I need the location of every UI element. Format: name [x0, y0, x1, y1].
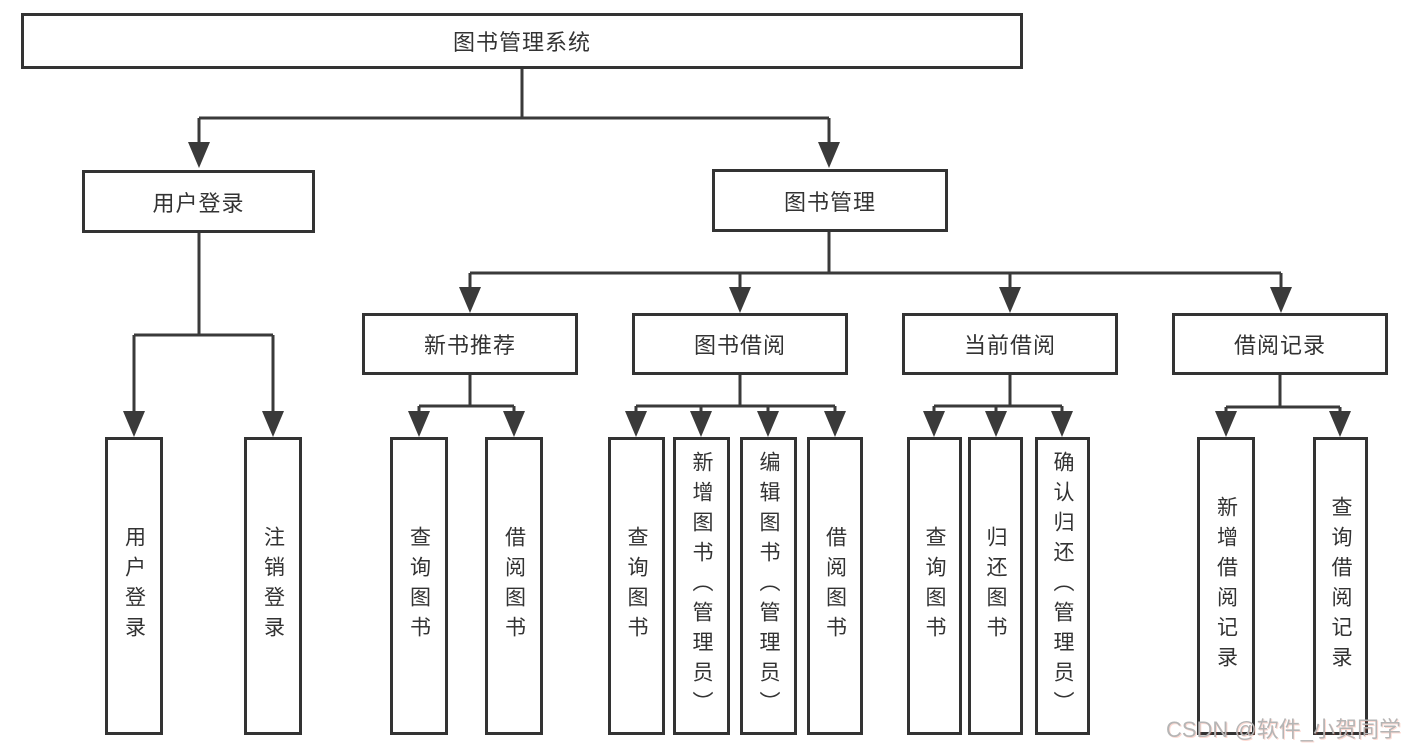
node-new-book-recommendation: 新书推荐 [362, 313, 578, 375]
node-book-borrowing: 图书借阅 [632, 313, 848, 375]
leaf-query-books-current: 查询图书 [907, 437, 962, 735]
leaf-query-books-borrowing: 查询图书 [608, 437, 665, 735]
arrow-down-icon [1329, 411, 1351, 437]
arrow-down-icon [824, 411, 846, 437]
arrow-down-icon [408, 411, 430, 437]
arrow-down-icon [503, 411, 525, 437]
leaf-query-books-recommend: 查询图书 [390, 437, 448, 735]
arrow-down-icon [262, 411, 284, 437]
arrow-down-icon [923, 411, 945, 437]
leaf-borrow-books-recommend: 借阅图书 [485, 437, 543, 735]
arrow-down-icon [757, 411, 779, 437]
csdn-watermark: CSDN @软件_小贺同学 [1165, 717, 1401, 742]
leaf-edit-books-admin: 编辑图书（管理员） [740, 437, 797, 735]
leaf-add-borrow-record: 新增借阅记录 [1197, 437, 1255, 735]
arrow-down-icon [1215, 411, 1237, 437]
arrow-down-icon [999, 287, 1021, 313]
node-borrowing-records: 借阅记录 [1172, 313, 1388, 375]
leaf-user-login: 用户登录 [105, 437, 163, 735]
arrow-down-icon [625, 411, 647, 437]
leaf-query-borrow-record: 查询借阅记录 [1313, 437, 1368, 735]
arrow-down-icon [1051, 411, 1073, 437]
arrow-down-icon [123, 411, 145, 437]
arrow-down-icon [1270, 287, 1292, 313]
arrow-down-icon [459, 287, 481, 313]
node-library-management-system: 图书管理系统 [21, 13, 1023, 69]
leaf-return-books: 归还图书 [968, 437, 1023, 735]
leaf-add-books-admin: 新增图书（管理员） [673, 437, 730, 735]
node-book-management: 图书管理 [712, 169, 948, 232]
leaf-confirm-return-admin: 确认归还（管理员） [1035, 437, 1090, 735]
arrow-down-icon [985, 411, 1007, 437]
node-current-borrowing: 当前借阅 [902, 313, 1118, 375]
arrow-down-icon [188, 142, 210, 168]
arrow-down-icon [729, 287, 751, 313]
leaf-borrow-books: 借阅图书 [807, 437, 863, 735]
node-user-login: 用户登录 [82, 170, 315, 233]
arrow-down-icon [690, 411, 712, 437]
arrow-down-icon [818, 142, 840, 168]
leaf-logout: 注销登录 [244, 437, 302, 735]
